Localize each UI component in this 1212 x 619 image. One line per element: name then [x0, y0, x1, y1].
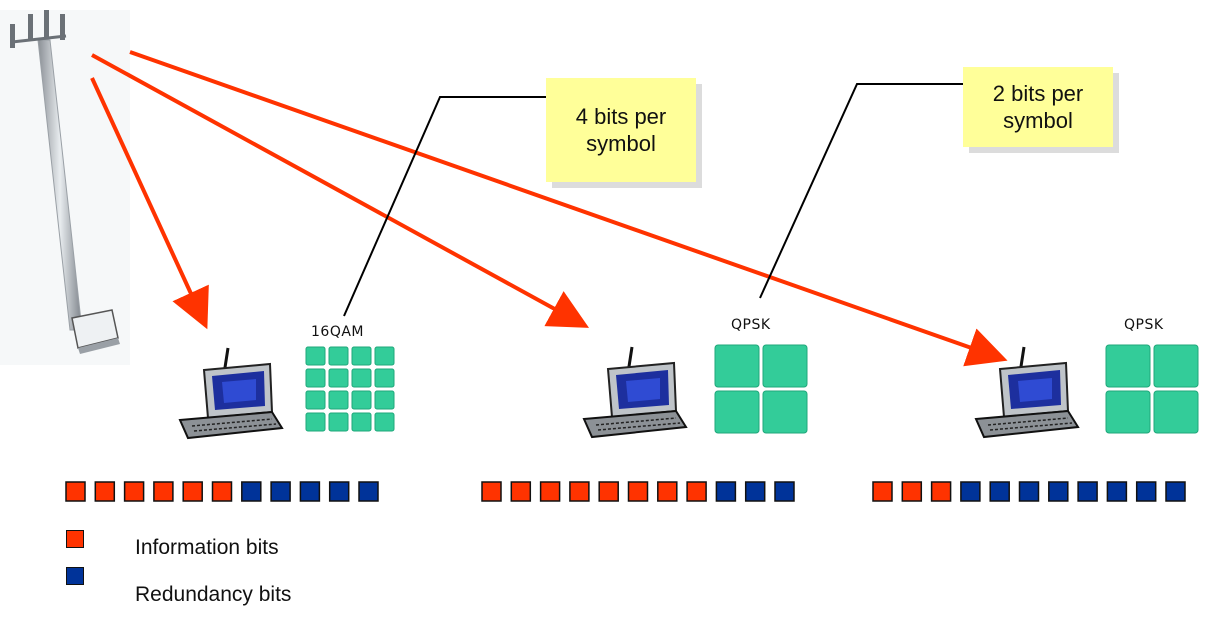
modulation-label: QPSK: [1124, 317, 1164, 333]
modulation-label: QPSK: [731, 317, 771, 333]
redundancy-bits-label: Redundancy bits: [135, 583, 292, 606]
redundancy-bit: [1018, 481, 1040, 502]
qpsk-constellation: [1105, 344, 1199, 434]
callout-leader-2: [759, 83, 963, 299]
information-bit: [65, 481, 86, 502]
information-bits-label: Information bits: [135, 536, 279, 559]
redundancy-bit: [744, 481, 766, 502]
16qam-constellation: [305, 346, 395, 432]
information-bit: [510, 481, 532, 502]
redundancy-bit: [270, 481, 291, 502]
redundancy-bit: [715, 481, 737, 502]
redundancy-bit: [774, 481, 795, 502]
callout-line-1: 2 bits per: [992, 80, 1084, 106]
laptop-terminal-icon: [178, 347, 284, 440]
redundancy-bits-swatch: [66, 567, 84, 585]
arrow-to-terminal-3: [129, 50, 1008, 367]
information-bit: [94, 481, 116, 502]
qpsk-constellation: [714, 344, 808, 434]
modulation-label: 16QAM: [311, 324, 364, 340]
redundancy-bit: [1165, 481, 1186, 502]
bit-rows: [65, 481, 1186, 502]
redundancy-bit: [1106, 481, 1128, 502]
redundancy-bit: [960, 481, 981, 502]
arrow-to-terminal-2: [91, 53, 590, 328]
information-bit: [123, 481, 145, 502]
redundancy-bit: [1048, 481, 1069, 502]
redundancy-bit: [328, 481, 350, 502]
information-bit: [569, 481, 590, 502]
information-bit: [930, 481, 952, 502]
redundancy-bit: [989, 481, 1010, 502]
callout-line-2: symbol: [1003, 108, 1073, 133]
information-bit: [627, 481, 649, 502]
transmission-arrows: [90, 50, 1008, 367]
information-bit: [901, 481, 923, 502]
information-bit: [153, 481, 174, 502]
information-bit: [872, 481, 893, 502]
information-bit: [686, 481, 707, 502]
callout-line-1: 4 bits per: [575, 103, 667, 129]
terminal-3: [974, 344, 1199, 439]
arrow-to-terminal-1: [90, 77, 209, 330]
information-bit: [539, 481, 561, 502]
laptop-terminal-icon: [974, 346, 1080, 439]
callout-leader-1: [343, 96, 546, 317]
cell-tower-icon: [0, 10, 130, 365]
information-bit: [481, 481, 502, 502]
terminal-1: [178, 346, 395, 440]
callout-4-bits-per-symbol: 4 bits per symbol: [546, 78, 696, 182]
information-bit: [657, 481, 678, 502]
information-bit: [598, 481, 619, 502]
callout-line-2: symbol: [586, 131, 656, 156]
redundancy-bit: [358, 481, 379, 502]
laptop-terminal-icon: [582, 346, 688, 439]
redundancy-bit: [1135, 481, 1157, 502]
redundancy-bit: [299, 481, 321, 502]
redundancy-bit: [241, 481, 262, 502]
information-bits-swatch: [66, 530, 84, 548]
information-bit: [211, 481, 233, 502]
terminal-2: [582, 344, 808, 439]
callout-2-bits-per-symbol: 2 bits per symbol: [963, 67, 1113, 147]
redundancy-bit: [1077, 481, 1098, 502]
information-bit: [182, 481, 203, 502]
